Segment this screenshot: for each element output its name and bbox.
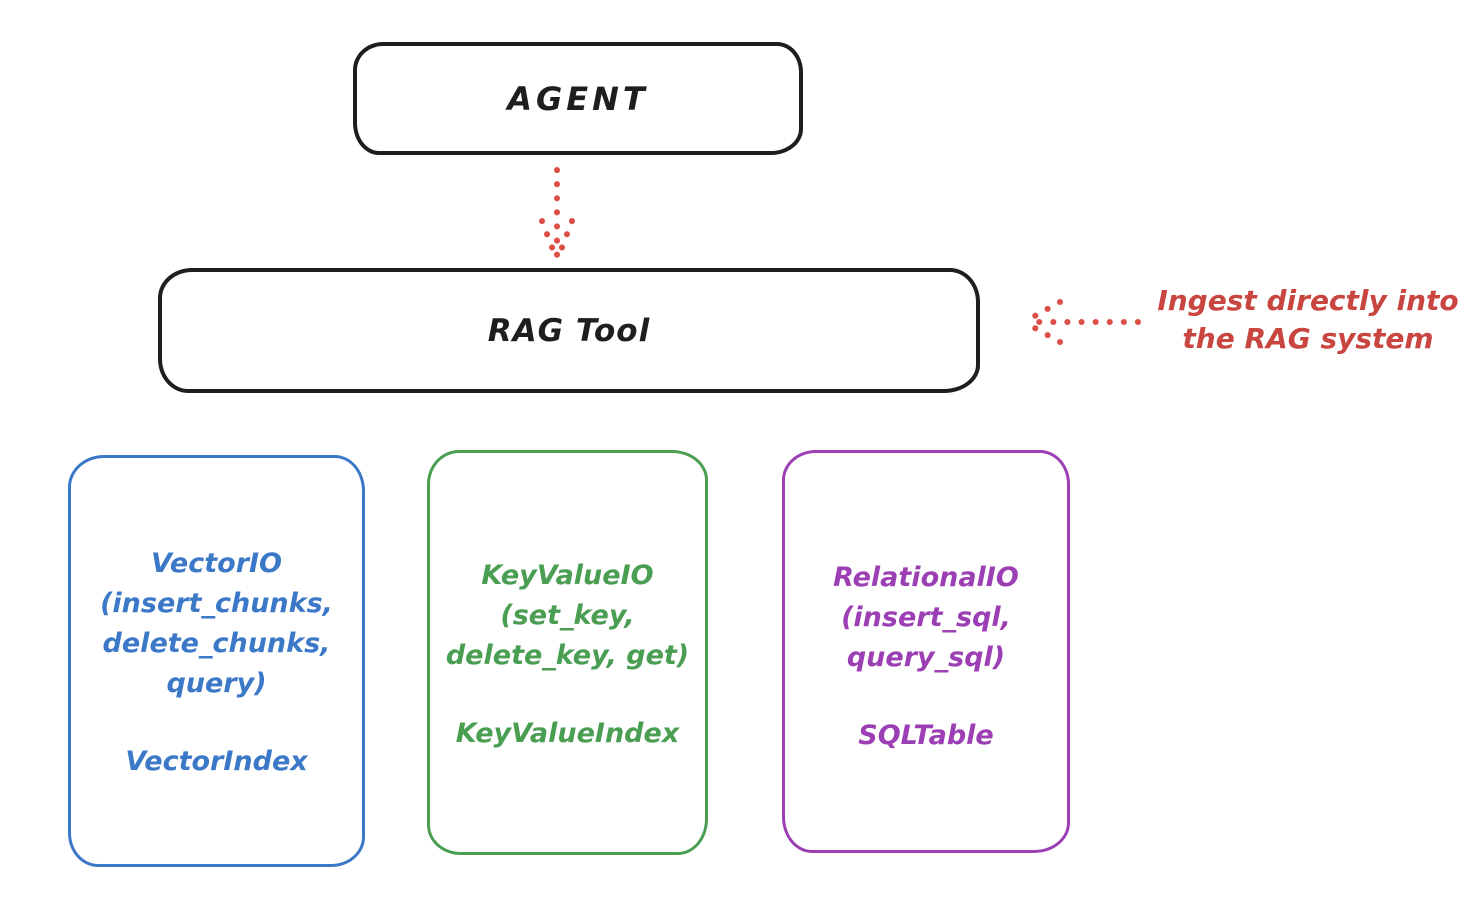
vector-io-text: VectorIO (insert_chunks, delete_chunks, … [100, 548, 333, 699]
rag-tool-box: RAG Tool [158, 268, 980, 393]
sql-table-label: SQLTable [858, 720, 994, 751]
vector-index-label: VectorIndex [125, 746, 308, 777]
agent-box: AGENT [353, 42, 803, 155]
vector-io-box: VectorIO (insert_chunks, delete_chunks, … [68, 455, 365, 867]
relational-io-box: RelationalIO (insert_sql, query_sql) SQL… [782, 450, 1070, 853]
keyvalue-io-text: KeyValueIO (set_key, delete_key, get) [445, 560, 690, 671]
ingest-arrow-icon [1021, 299, 1141, 345]
relational-io-text: RelationalIO (insert_sql, query_sql) [833, 562, 1019, 673]
agent-label: AGENT [507, 79, 649, 118]
rag-tool-label: RAG Tool [487, 312, 651, 349]
keyvalue-io-box: KeyValueIO (set_key, delete_key, get) Ke… [427, 450, 708, 855]
ingest-annotation: Ingest directly into the RAG system [1157, 284, 1459, 355]
keyvalue-index-label: KeyValueIndex [455, 718, 680, 749]
agent-to-rag-arrow-icon [539, 167, 575, 261]
